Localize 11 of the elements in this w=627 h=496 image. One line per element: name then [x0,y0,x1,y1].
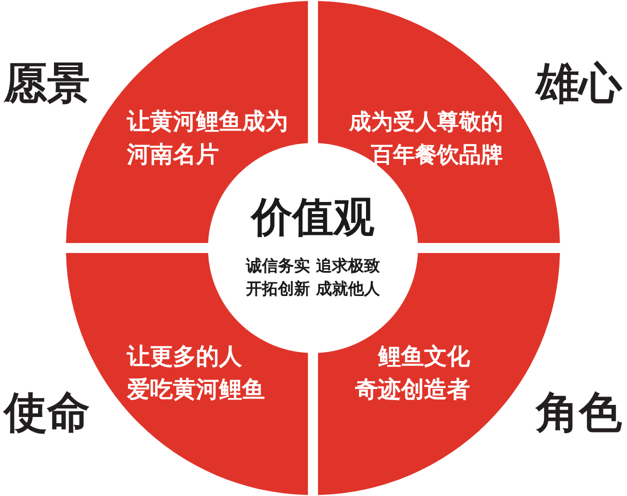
center-title: 价值观 [252,193,374,241]
quadrant-heading: 使命 [3,387,91,440]
quadrant-heading: 愿景 [3,58,91,111]
quadrant-text: 鲤鱼文化奇迹创造者 [355,343,470,405]
quadrant-text: 让黄河鲤鱼成为河南名片 [127,108,288,170]
value-statement: 诚信务实 追求极致 [246,255,380,277]
quadrant-text: 成为受人尊敬的百年餐饮品牌 [349,108,503,170]
quadrant-heading: 角色 [535,387,623,440]
quadrant-heading: 雄心 [535,58,623,111]
quadrant-text: 让更多的人爱吃黄河鲤鱼 [127,343,265,405]
value-statement: 开拓创新 成就他人 [246,278,380,300]
